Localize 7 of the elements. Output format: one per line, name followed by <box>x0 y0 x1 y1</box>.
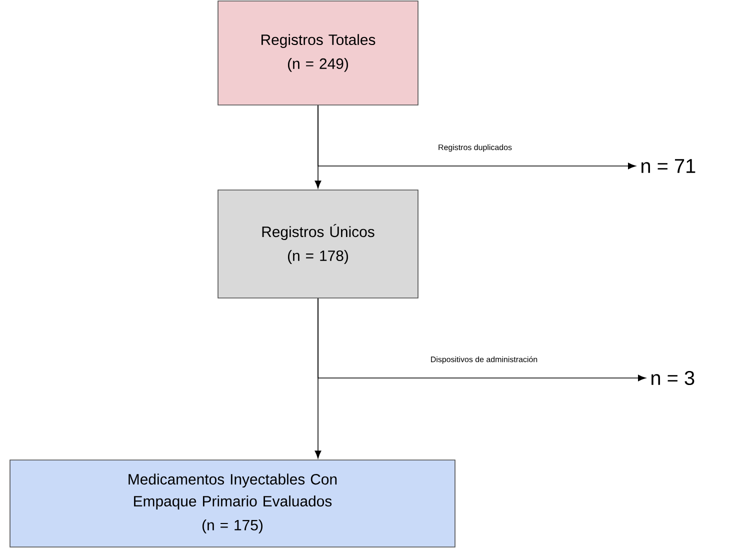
arrow <box>318 298 646 382</box>
count-text: n = 3 <box>652 370 694 386</box>
process-box: Registros Totales (n = 249) <box>218 0 418 106</box>
count-text: n = 71 <box>642 159 696 173</box>
arrow <box>318 105 636 170</box>
result-box: Medicamentos Inyectables Con Empaque Primario Evaluados (n = 175) <box>10 460 456 548</box>
process-box: Registros Únicos (n = 178) <box>218 190 418 298</box>
